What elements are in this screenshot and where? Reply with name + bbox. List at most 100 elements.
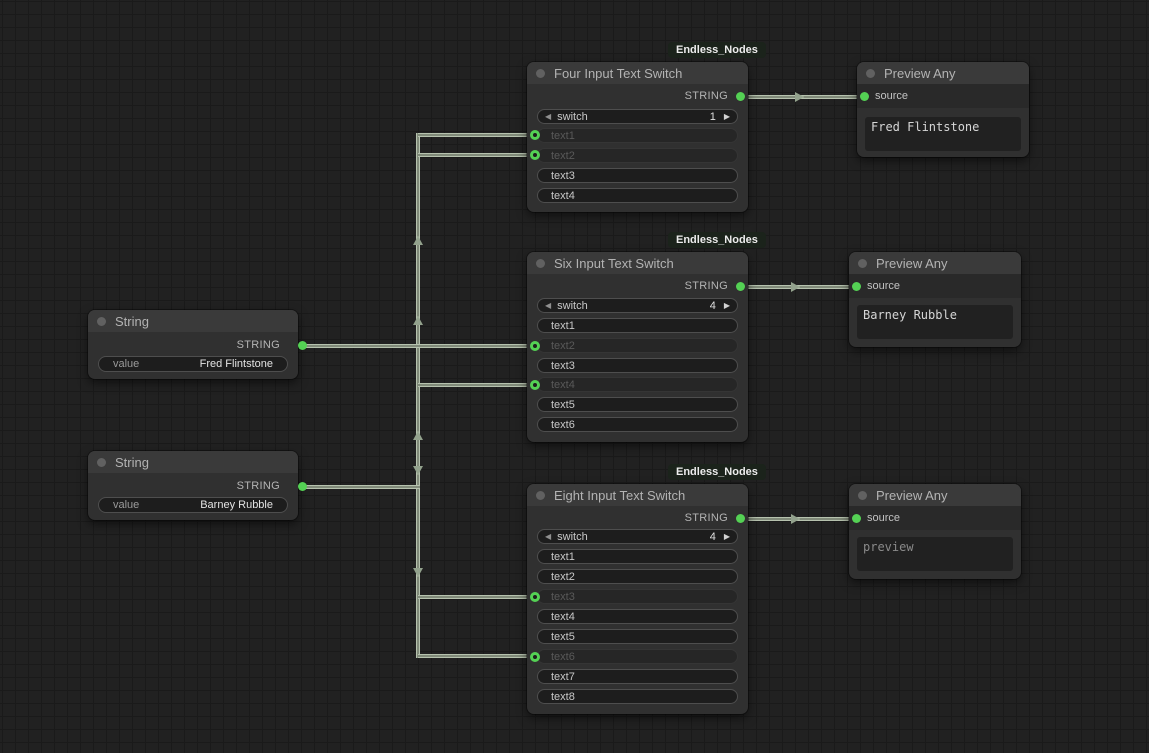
output-label: STRING bbox=[236, 339, 280, 351]
input-band bbox=[849, 506, 1021, 530]
row-label: text3 bbox=[551, 169, 575, 182]
collapse-dot-icon[interactable] bbox=[536, 490, 545, 500]
output-label: STRING bbox=[236, 480, 280, 492]
text6-input-row[interactable]: text6 bbox=[537, 417, 738, 432]
row-label: text8 bbox=[551, 690, 575, 703]
link-string1-out bbox=[303, 344, 533, 348]
collapse-dot-icon[interactable] bbox=[97, 316, 106, 326]
collapse-dot-icon[interactable] bbox=[97, 457, 106, 467]
row-label: text7 bbox=[551, 670, 575, 683]
text8-input-row[interactable]: text8 bbox=[537, 689, 738, 704]
collapse-dot-icon[interactable] bbox=[866, 68, 875, 78]
text4-input-row[interactable]: text4 bbox=[537, 609, 738, 624]
string-node-2-titlebar[interactable]: String bbox=[88, 451, 298, 473]
text5-input-row[interactable]: text5 bbox=[537, 397, 738, 412]
decrement-arrow-icon[interactable]: ◀ bbox=[545, 300, 552, 310]
switch-selector-widget[interactable]: ◀ switch 4 ▶ bbox=[537, 529, 738, 544]
text4-input-slot[interactable] bbox=[530, 380, 540, 390]
four-switch-titlebar[interactable]: Four Input Text Switch bbox=[527, 62, 748, 84]
text3-input-row[interactable]: text3 bbox=[537, 168, 738, 183]
eight-input-text-switch-node: Eight Input Text Switch STRING ◀ switch … bbox=[527, 484, 748, 714]
preview-any-node-2: Preview Any source Barney Rubble bbox=[849, 252, 1021, 347]
preview-text-area[interactable]: Fred Flintstone bbox=[865, 117, 1021, 151]
text1-input-row[interactable]: text1 bbox=[537, 549, 738, 564]
text1-input-row[interactable]: text1 bbox=[537, 128, 738, 143]
link-direction-right-icon bbox=[791, 514, 800, 524]
widget-label: switch bbox=[557, 530, 588, 543]
link-trunk bbox=[416, 133, 420, 658]
switch-selector-widget[interactable]: ◀ switch 4 ▶ bbox=[537, 298, 738, 313]
link-direction-right-icon bbox=[795, 92, 804, 102]
text3-input-row[interactable]: text3 bbox=[537, 358, 738, 373]
text3-input-slot[interactable] bbox=[530, 592, 540, 602]
text1-input-slot[interactable] bbox=[530, 130, 540, 140]
output-label: STRING bbox=[684, 512, 728, 524]
increment-arrow-icon[interactable]: ▶ bbox=[723, 300, 730, 310]
node-title: Preview Any bbox=[884, 65, 956, 81]
text5-input-row[interactable]: text5 bbox=[537, 629, 738, 644]
text4-input-row[interactable]: text4 bbox=[537, 188, 738, 203]
output-label: STRING bbox=[684, 280, 728, 292]
string-output-slot[interactable] bbox=[736, 514, 745, 523]
row-label: text6 bbox=[551, 650, 575, 663]
source-input-slot[interactable] bbox=[852, 282, 861, 291]
string-output-slot[interactable] bbox=[298, 341, 307, 350]
increment-arrow-icon[interactable]: ▶ bbox=[723, 531, 730, 541]
widget-label: switch bbox=[557, 299, 588, 312]
source-input-slot[interactable] bbox=[852, 514, 861, 523]
string-node-1-titlebar[interactable]: String bbox=[88, 310, 298, 332]
six-input-text-switch-node: Six Input Text Switch STRING ◀ switch 4 … bbox=[527, 252, 748, 442]
text7-input-row[interactable]: text7 bbox=[537, 669, 738, 684]
row-label: text6 bbox=[551, 418, 575, 431]
widget-value: Fred Flintstone bbox=[199, 358, 273, 370]
decrement-arrow-icon[interactable]: ◀ bbox=[545, 531, 552, 541]
value-widget[interactable]: value Barney Rubble bbox=[98, 497, 288, 513]
row-label: text1 bbox=[551, 550, 575, 563]
node-title: Four Input Text Switch bbox=[554, 65, 683, 81]
row-label: text1 bbox=[551, 129, 575, 142]
row-label: text5 bbox=[551, 630, 575, 643]
preview-3-titlebar[interactable]: Preview Any bbox=[849, 484, 1021, 506]
six-switch-titlebar[interactable]: Six Input Text Switch bbox=[527, 252, 748, 274]
preview-text-area[interactable]: preview bbox=[857, 537, 1013, 571]
link-to-four-text1 bbox=[418, 133, 530, 137]
output-label: STRING bbox=[684, 90, 728, 102]
row-label: text3 bbox=[551, 359, 575, 372]
preview-text-area[interactable]: Barney Rubble bbox=[857, 305, 1013, 339]
text2-input-row[interactable]: text2 bbox=[537, 569, 738, 584]
text6-input-slot[interactable] bbox=[530, 652, 540, 662]
string-output-slot[interactable] bbox=[736, 282, 745, 291]
row-label: text3 bbox=[551, 590, 575, 603]
text1-input-row[interactable]: text1 bbox=[537, 318, 738, 333]
switch-value: 1 bbox=[709, 110, 716, 123]
text2-input-row[interactable]: text2 bbox=[537, 148, 738, 163]
text4-input-row[interactable]: text4 bbox=[537, 377, 738, 392]
collapse-dot-icon[interactable] bbox=[858, 490, 867, 500]
widget-label: value bbox=[113, 358, 140, 370]
text6-input-row[interactable]: text6 bbox=[537, 649, 738, 664]
preview-any-node-3: Preview Any source preview bbox=[849, 484, 1021, 579]
preview-2-titlebar[interactable]: Preview Any bbox=[849, 252, 1021, 274]
text2-input-row[interactable]: text2 bbox=[537, 338, 738, 353]
collapse-dot-icon[interactable] bbox=[858, 258, 867, 268]
switch-selector-widget[interactable]: ◀ switch 1 ▶ bbox=[537, 109, 738, 124]
value-widget[interactable]: value Fred Flintstone bbox=[98, 356, 288, 372]
row-label: text1 bbox=[551, 319, 575, 332]
collapse-dot-icon[interactable] bbox=[536, 68, 545, 78]
switch-value: 4 bbox=[709, 299, 716, 312]
text2-input-slot[interactable] bbox=[530, 341, 540, 351]
eight-switch-titlebar[interactable]: Eight Input Text Switch bbox=[527, 484, 748, 506]
increment-arrow-icon[interactable]: ▶ bbox=[723, 111, 730, 121]
text2-input-slot[interactable] bbox=[530, 150, 540, 160]
decrement-arrow-icon[interactable]: ◀ bbox=[545, 111, 552, 121]
string-output-slot[interactable] bbox=[298, 482, 307, 491]
text3-input-row[interactable]: text3 bbox=[537, 589, 738, 604]
preview-1-titlebar[interactable]: Preview Any bbox=[857, 62, 1029, 84]
source-input-slot[interactable] bbox=[860, 92, 869, 101]
collapse-dot-icon[interactable] bbox=[536, 258, 545, 268]
preview-any-node-1: Preview Any source Fred Flintstone bbox=[857, 62, 1029, 157]
widget-value: Barney Rubble bbox=[200, 499, 273, 511]
node-title: Preview Any bbox=[876, 487, 948, 503]
string-output-slot[interactable] bbox=[736, 92, 745, 101]
